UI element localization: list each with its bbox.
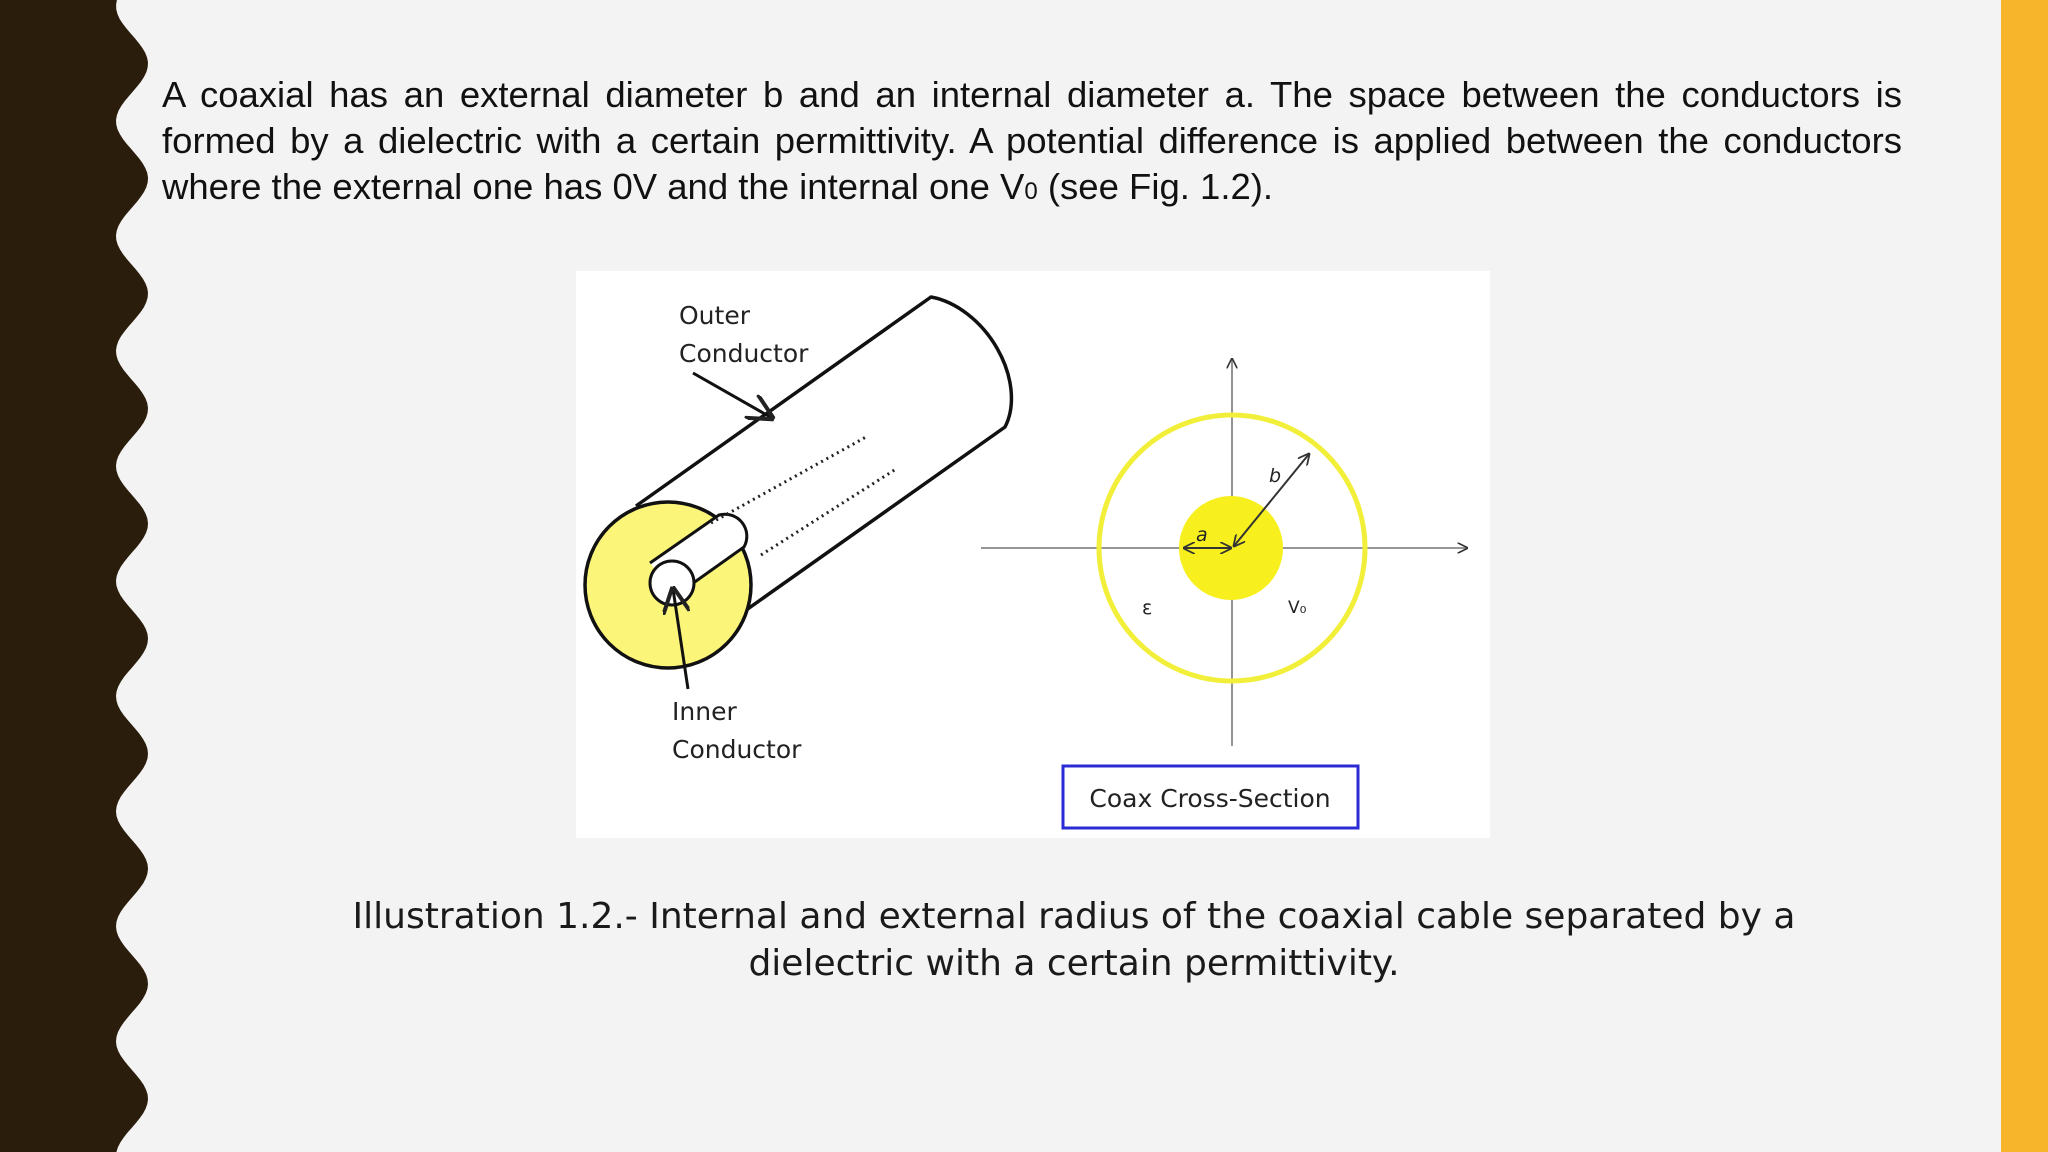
outer-conductor-arrow [692, 371, 772, 418]
epsilon-label: ε [1142, 597, 1152, 619]
body-paragraph: A coaxial has an external diameter b and… [162, 72, 1902, 215]
paragraph-subscript: 0 [1024, 178, 1038, 205]
inner-conductor-end [648, 559, 696, 607]
paragraph-text-end: (see Fig. 1.2). [1037, 166, 1274, 207]
cross-section-label-box: Coax Cross-Section [1061, 764, 1360, 830]
hidden-line-lower [760, 467, 897, 557]
radius-b-label: b [1269, 465, 1281, 487]
right-accent-bar [2001, 0, 2048, 1152]
radius-b-arrow [1234, 454, 1309, 546]
wavy-left-border [0, 0, 148, 1152]
inner-conductor-label-line2: Conductor [672, 735, 802, 764]
inner-conductor-label-line1: Inner [672, 697, 737, 726]
figure-caption: Illustration 1.2.- Internal and external… [352, 896, 1796, 984]
coax-diagram: Outer Conductor Inner Conductor a b ε V₀… [583, 295, 1490, 830]
wavy-border-shape [0, 0, 148, 1152]
paragraph-text: A coaxial has an external diameter b and… [162, 74, 1902, 207]
radius-a-label: a [1196, 524, 1208, 546]
cross-section: a b ε V₀ [981, 359, 1467, 746]
v0-label: V₀ [1288, 598, 1307, 618]
coax-figure: Outer Conductor Inner Conductor a b ε V₀… [576, 271, 1490, 838]
cross-section-label: Coax Cross-Section [1089, 784, 1330, 813]
inner-conductor-arrow [673, 589, 688, 690]
outer-conductor-label-line1: Outer [679, 301, 751, 330]
label-box-border [1061, 764, 1360, 830]
outer-conductor-ring [1096, 412, 1368, 684]
outer-conductor-label-line2: Conductor [679, 339, 809, 368]
